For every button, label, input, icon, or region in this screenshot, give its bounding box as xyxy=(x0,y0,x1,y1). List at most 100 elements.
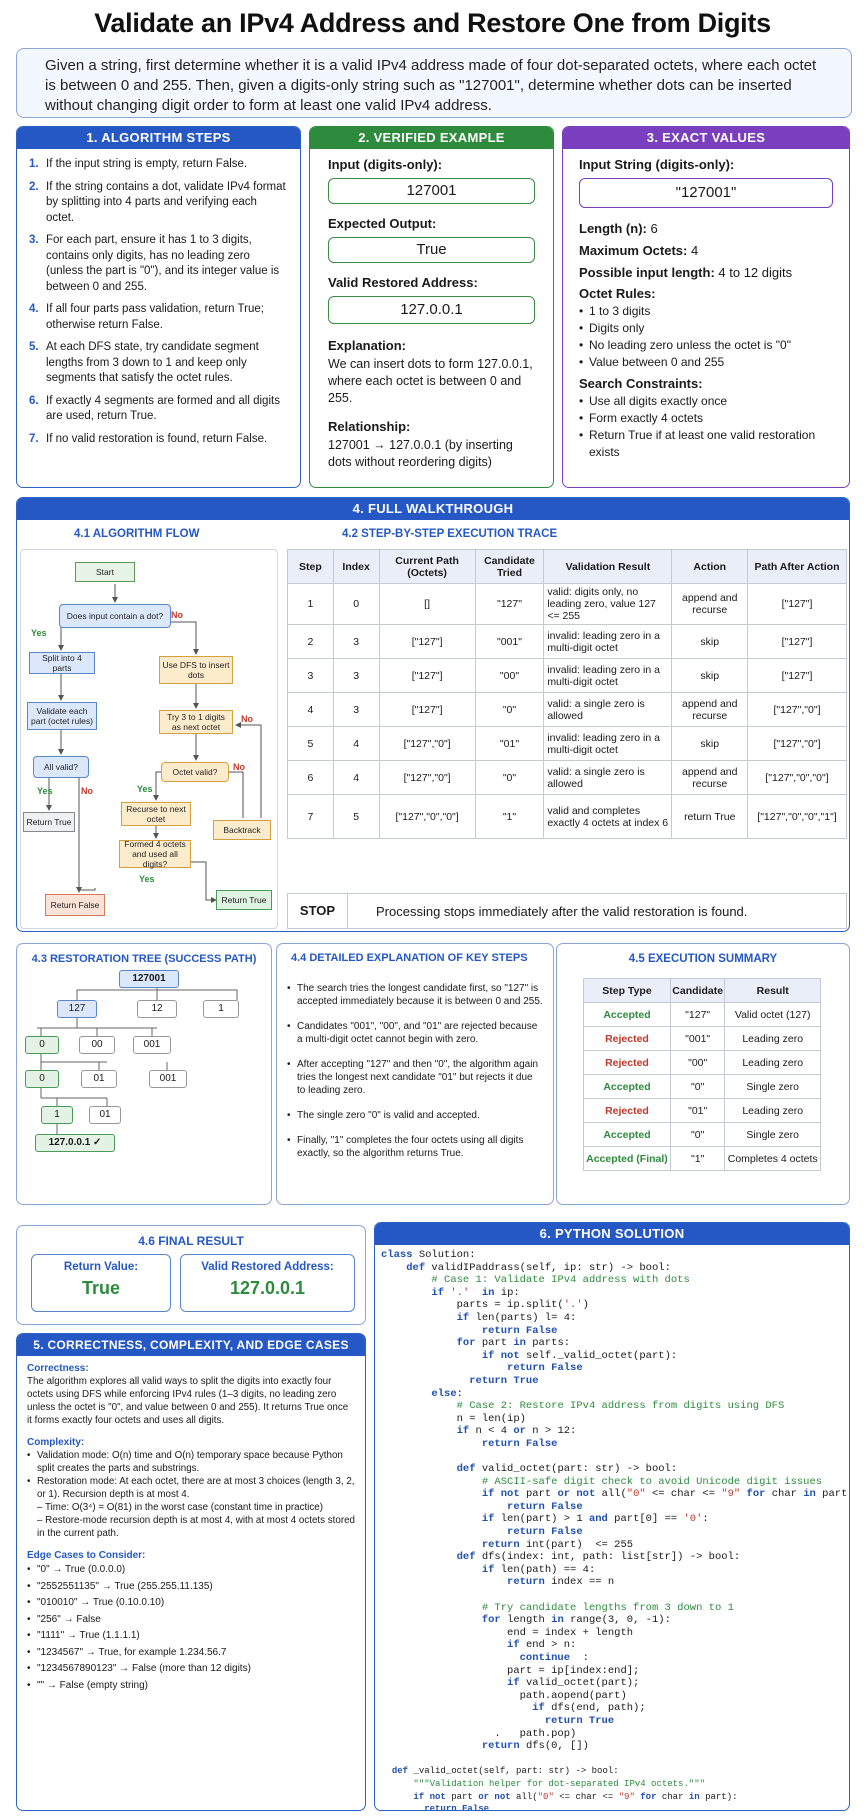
relationship-text: 127001 → 127.0.0.1 (by inserting dots wi… xyxy=(328,438,513,469)
panel-header: 6. PYTHON SOLUTION xyxy=(375,1223,849,1245)
tree-node-00: 00 xyxy=(79,1036,115,1054)
panel-header: 4. FULL WALKTHROUGH xyxy=(17,498,849,520)
trace-cell: ["127"] xyxy=(378,658,476,693)
trace-header: Index xyxy=(332,549,380,584)
complexity-label: Complexity: xyxy=(27,1437,85,1448)
tree-node-127: 127 xyxy=(57,1000,97,1018)
summary-cell: "0" xyxy=(669,1122,726,1147)
trace-cell: ["127"] xyxy=(747,624,847,659)
input-string-label: Input String (digits-only): xyxy=(579,157,735,172)
trace-cell: ["127","0"] xyxy=(747,692,847,727)
summary-cell: "001" xyxy=(669,1026,726,1051)
trace-cell: ["127","0"] xyxy=(378,760,476,795)
trace-cell: ["127","0"] xyxy=(747,726,847,761)
panel-header: 1. ALGORITHM STEPS xyxy=(17,127,300,149)
tree-node-001: 001 xyxy=(133,1036,171,1054)
output-label: Expected Output: xyxy=(328,216,437,231)
flow-backtrack: Backtrack xyxy=(213,820,271,840)
output-value: True xyxy=(328,237,535,263)
trace-cell: valid and completes exactly 4 octets at … xyxy=(543,794,673,839)
flow-yes-label-2: Yes xyxy=(37,786,53,796)
step-item: 1.If the input string is empty, return F… xyxy=(29,157,288,173)
step-text: If no valid restoration is found, return… xyxy=(46,432,268,445)
tree-node-0b: 0 xyxy=(25,1070,59,1088)
trace-header: Path After Action xyxy=(747,549,847,584)
trace-cell: valid: a single zero is allowed xyxy=(543,760,673,795)
tree-node-1: 1 xyxy=(203,1000,239,1018)
restored-address-box: Valid Restored Address: 127.0.0.1 xyxy=(180,1254,355,1312)
correctness-text: The algorithm explores all valid ways to… xyxy=(27,1376,349,1426)
flow-formed: Formed 4 octets and used all digits? xyxy=(119,839,191,869)
step-item: 7.If no valid restoration is found, retu… xyxy=(29,432,288,448)
summary-row: Accepted"0"Single zero xyxy=(583,1074,821,1099)
step-text: If the string contains a dot, validate I… xyxy=(46,180,286,224)
panel-header: 5. CORRECTNESS, COMPLEXITY, AND EDGE CAS… xyxy=(17,1334,365,1356)
summary-cell: Leading zero xyxy=(724,1098,821,1123)
step-number: 6. xyxy=(29,394,39,407)
trace-cell: ["127","0","0"] xyxy=(378,794,476,839)
explanation-label: Explanation: xyxy=(328,338,407,353)
summary-header: Step Type xyxy=(583,978,671,1003)
flow-split: Split into 4 parts xyxy=(29,652,95,674)
return-value-box: Return Value: True xyxy=(31,1254,171,1312)
trace-cell: 3 xyxy=(287,658,334,693)
possible-length-value: 4 to 12 digits xyxy=(718,265,793,280)
trace-cell: "00" xyxy=(474,658,545,693)
flow-no-label-4: No xyxy=(233,762,245,772)
summary-header: Result xyxy=(724,978,821,1003)
flow-octet-valid: Octet valid? xyxy=(161,762,229,782)
trace-cell: 6 xyxy=(287,760,334,795)
edge-cases-label: Edge Cases to Consider: xyxy=(27,1550,146,1561)
edge-case-item: "1111" → True (1.1.1.1) xyxy=(27,1628,355,1645)
trace-cell: "01" xyxy=(474,726,545,761)
restored-address: 127.0.0.1 xyxy=(229,1278,306,1298)
edge-case-item: "256" → False xyxy=(27,1612,355,1629)
summary-cell: "01" xyxy=(669,1098,726,1123)
octet-rules-list: 1 to 3 digitsDigits onlyNo leading zero … xyxy=(579,303,833,371)
trace-cell: "001" xyxy=(474,624,545,659)
step-item: 4.If all four parts pass validation, ret… xyxy=(29,302,288,333)
panel-header: 3. EXACT VALUES xyxy=(563,127,849,149)
steps-list: 1.If the input string is empty, return F… xyxy=(17,149,300,447)
algorithm-steps-panel: 1. ALGORITHM STEPS 1.If the input string… xyxy=(16,126,301,488)
flow-try-digits: Try 3 to 1 digits as next octet xyxy=(159,710,233,734)
trace-cell: ["127"] xyxy=(378,624,476,659)
complexity-item: Validation mode: O(n) time and O(n) temp… xyxy=(27,1449,355,1475)
step-text: For each part, ensure it has 1 to 3 digi… xyxy=(46,234,280,293)
octet-rules-label: Octet Rules: xyxy=(579,286,656,301)
correctness-panel: 5. CORRECTNESS, COMPLEXITY, AND EDGE CAS… xyxy=(16,1333,366,1811)
key-step-item: The search tries the longest candidate f… xyxy=(287,982,543,1008)
final-result-title: 4.6 FINAL RESULT xyxy=(138,1234,244,1248)
trace-cell: append and recurse xyxy=(671,760,749,795)
edge-case-item: "0" → True (0.0.0.0) xyxy=(27,1562,355,1579)
trace-cell: "127" xyxy=(474,583,545,625)
summary-cell: "1" xyxy=(669,1146,726,1171)
complexity-list: Validation mode: O(n) time and O(n) temp… xyxy=(27,1449,355,1501)
summary-title: 4.5 EXECUTION SUMMARY xyxy=(628,953,778,965)
trace-cell: [] xyxy=(378,583,476,625)
summary-cell: "127" xyxy=(669,1002,726,1027)
summary-cell: Leading zero xyxy=(724,1050,821,1075)
summary-row: Accepted"127"Valid octet (127) xyxy=(583,1002,821,1027)
summary-row: Accepted"0"Single zero xyxy=(583,1122,821,1147)
trace-cell: 4 xyxy=(287,692,334,727)
trace-cell: 4 xyxy=(332,726,380,761)
intro-text: Given a string, first determine whether … xyxy=(16,48,852,118)
flow-yes-label-4: Yes xyxy=(139,874,155,884)
stop-row: STOP Processing stops immediately after … xyxy=(287,893,847,929)
trace-cell: ["127"] xyxy=(747,583,847,625)
trace-cell: 4 xyxy=(332,760,380,795)
correctness-label: Correctness: xyxy=(27,1363,89,1374)
trace-cell: 7 xyxy=(287,794,334,839)
step-text: At each DFS state, try candidate segment… xyxy=(46,341,259,384)
trace-cell: ["127","0"] xyxy=(378,726,476,761)
trace-cell: ["127","0","0"] xyxy=(747,760,847,795)
summary-row: Accepted (Final)"1"Completes 4 octets xyxy=(583,1146,821,1171)
key-step-item: After accepting "127" and then "0", the … xyxy=(287,1058,543,1097)
relationship-label: Relationship: xyxy=(328,419,411,434)
trace-header: Step xyxy=(287,549,334,584)
step-text: If exactly 4 segments are formed and all… xyxy=(46,394,280,423)
summary-header: Candidate xyxy=(669,978,726,1003)
stop-text: Processing stops immediately after the v… xyxy=(376,903,748,919)
